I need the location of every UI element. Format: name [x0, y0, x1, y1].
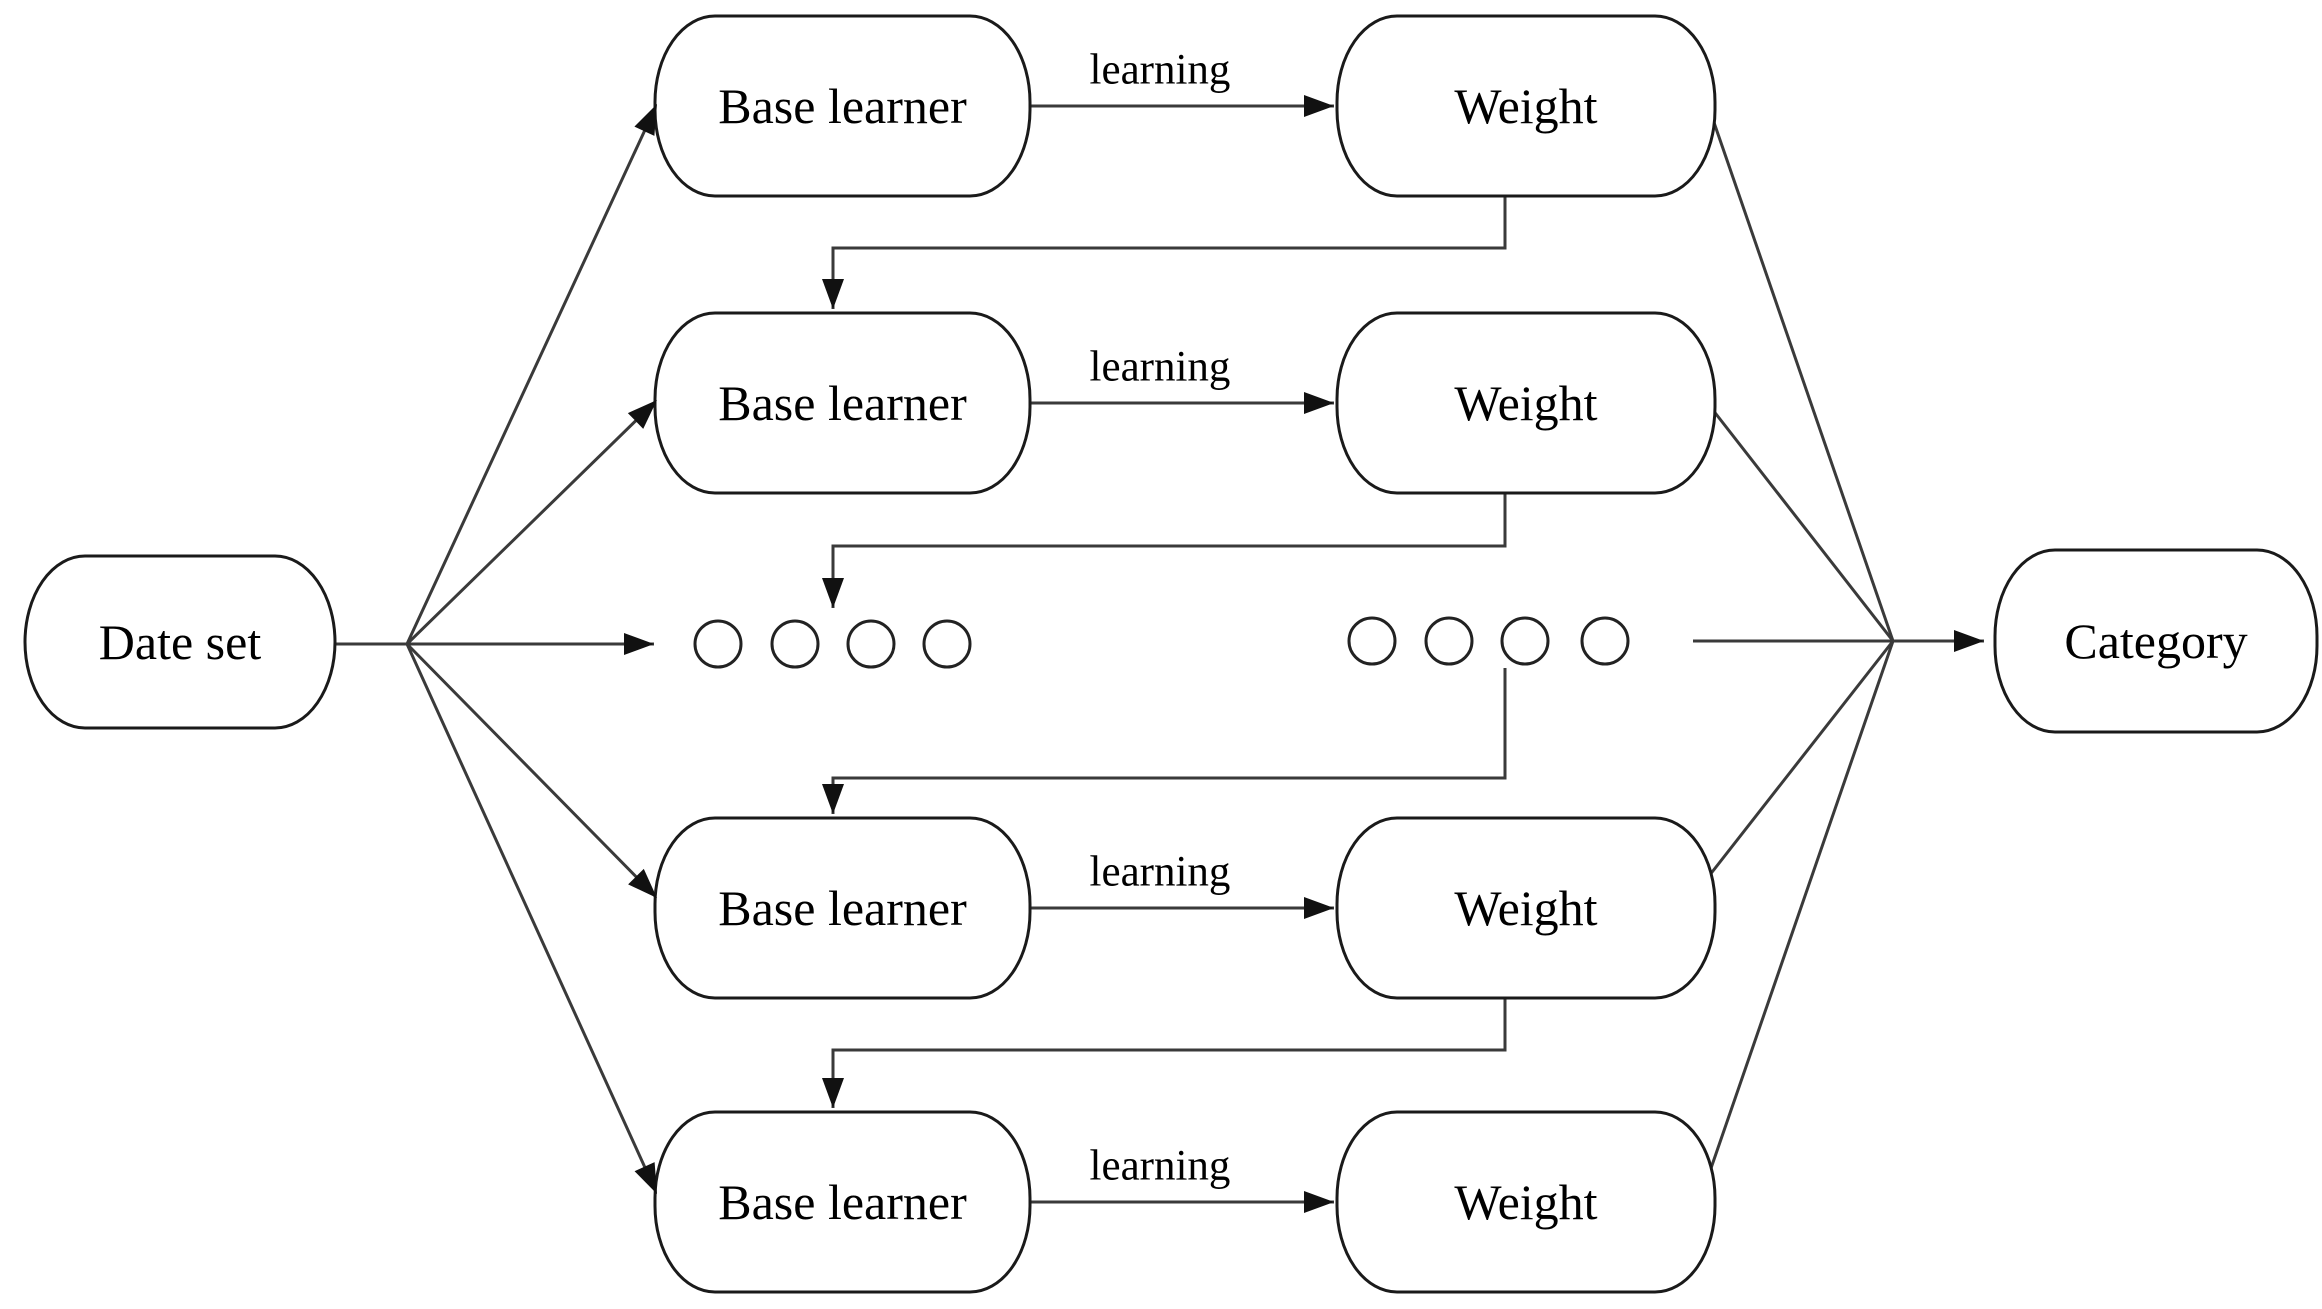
edge-fan-to-base-learner-4-arrowhead: [634, 1162, 657, 1194]
node-base-learner-4: [653, 1110, 1032, 1294]
learning-label-4: learning: [1090, 1143, 1231, 1190]
edge-fan-to-base-learner-4: [405, 643, 659, 1195]
node-base-learner-3: [653, 816, 1032, 1000]
edge-fan-to-ellipsis-arrowhead: [624, 633, 654, 655]
edge-fan-to-base-learner-2: [405, 398, 659, 646]
edge-learning-4-arrowhead: [1304, 1191, 1334, 1213]
node-date-set: [23, 554, 337, 730]
node-base-learner-1: [653, 14, 1032, 198]
node-weight-4: [1335, 1110, 1717, 1294]
learning-label-1: learning: [1090, 47, 1231, 94]
edge-weight2-to-junction: [1707, 404, 1895, 642]
node-weight-1: [1335, 14, 1717, 198]
edge-feedback-dots-to-base3-arrowhead: [822, 784, 844, 814]
ellipsis-right-dot-2: [1424, 616, 1474, 666]
edge-feedback-dots-to-base3: [831, 668, 1507, 814]
node-weight-3-label: Weight: [1454, 880, 1597, 936]
edge-feedback-weight3-to-base4: [831, 998, 1507, 1108]
edge-fan-to-base-learner-1-arrowhead: [634, 104, 657, 136]
node-weight-4-label: Weight: [1454, 1174, 1597, 1230]
ellipsis-left-dot-3: [846, 619, 896, 669]
edge-feedback-weight1-to-base2: [831, 196, 1507, 309]
learning-label-2: learning: [1090, 344, 1231, 391]
edge-fan-to-base-learner-3: [405, 642, 659, 900]
edge-learning-2-arrowhead: [1304, 392, 1334, 414]
edge-fan-to-base-learner-2-arrowhead: [627, 400, 657, 429]
node-base-learner-1-label: Base learner: [718, 78, 967, 134]
node-base-learner-2-label: Base learner: [718, 375, 967, 431]
edge-weight3-to-junction: [1707, 640, 1895, 877]
ellipsis-left-dot-1: [693, 619, 743, 669]
edge-junction-to-category-arrowhead: [1954, 630, 1984, 652]
ellipsis-right-dot-4: [1580, 616, 1630, 666]
node-weight-3: [1335, 816, 1717, 1000]
edge-weight1-to-junction: [1707, 107, 1895, 642]
node-category: [1993, 548, 2319, 734]
node-base-learner-3-label: Base learner: [718, 880, 967, 936]
edge-feedback-weight2-to-dots: [831, 493, 1507, 608]
edge-feedback-weight2-to-dots-arrowhead: [822, 578, 844, 608]
edge-learning-1-arrowhead: [1304, 95, 1334, 117]
edge-learning-3-arrowhead: [1304, 897, 1334, 919]
ellipsis-right-dot-3: [1500, 616, 1550, 666]
ellipsis-right-dot-1: [1347, 616, 1397, 666]
edge-feedback-weight3-to-base4-arrowhead: [822, 1078, 844, 1108]
ellipsis-left-dot-4: [922, 619, 972, 669]
edge-fan-to-base-learner-1: [405, 103, 659, 645]
node-weight-1-label: Weight: [1454, 78, 1597, 134]
edge-weight4-to-junction: [1707, 640, 1895, 1175]
ellipsis-left-dot-2: [770, 619, 820, 669]
edge-feedback-weight1-to-base2-arrowhead: [822, 279, 844, 309]
node-base-learner-4-label: Base learner: [718, 1174, 967, 1230]
node-weight-2-label: Weight: [1454, 375, 1597, 431]
node-category-label: Category: [2064, 613, 2247, 669]
node-date-set-label: Date set: [99, 614, 262, 670]
edge-fan-to-base-learner-3-arrowhead: [628, 868, 657, 898]
node-weight-2: [1335, 311, 1717, 495]
learning-label-3: learning: [1090, 849, 1231, 896]
